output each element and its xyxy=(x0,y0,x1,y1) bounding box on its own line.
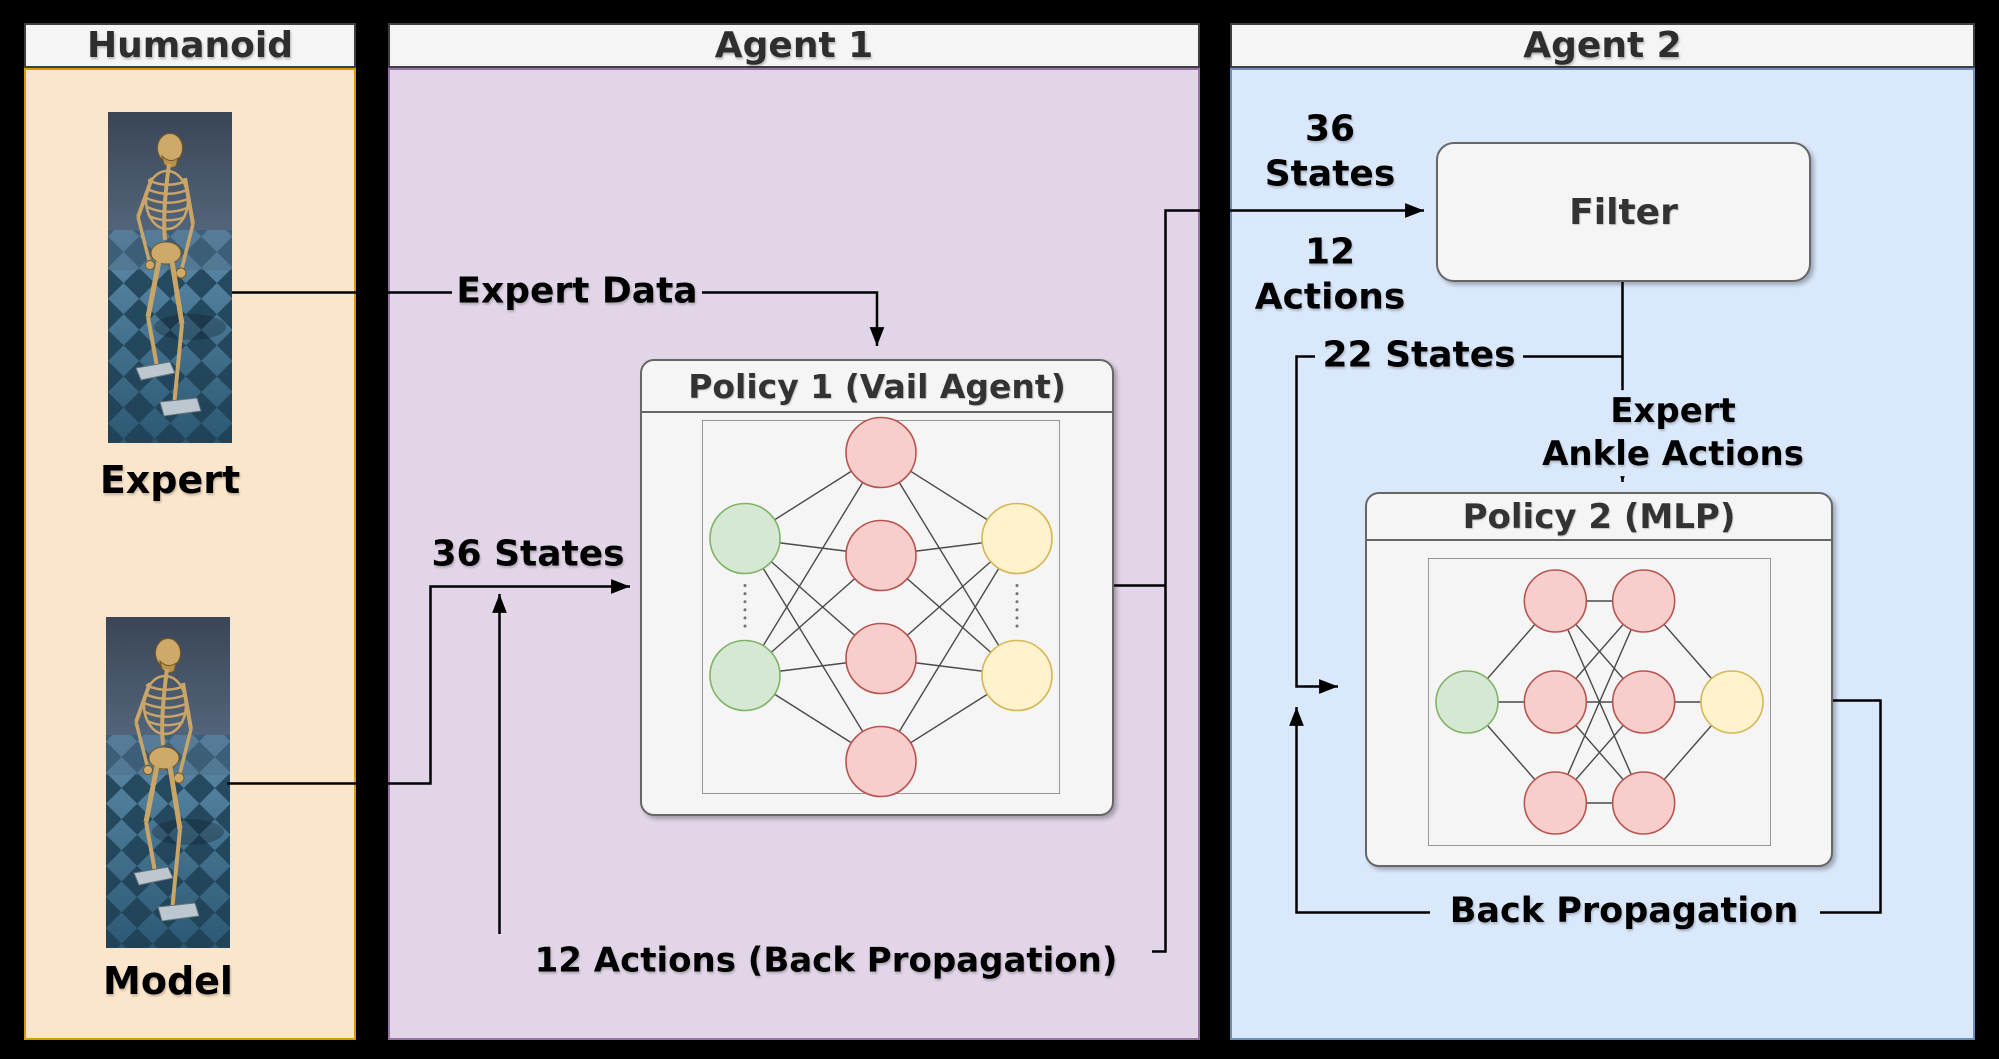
expert-ankle-actions-label: Expert Ankle Actions xyxy=(1538,390,1808,476)
agent2-states36-line1: 36 xyxy=(1304,108,1356,150)
hidden-node xyxy=(1611,670,1676,734)
agent2-states36-label: 36 States xyxy=(1265,107,1395,198)
filter-box: Filter xyxy=(1436,142,1811,282)
hidden-node xyxy=(845,725,917,798)
hidden-node xyxy=(1611,569,1676,633)
expert-ankle-line2: Ankle Actions xyxy=(1542,434,1804,474)
output-node xyxy=(1700,670,1764,734)
policy1-title: Policy 1 (Vail Agent) xyxy=(642,361,1112,413)
agent2-actions12-line2: Actions xyxy=(1254,277,1406,318)
agent1-panel-title: Agent 1 xyxy=(714,25,874,66)
model-humanoid-image xyxy=(106,617,230,948)
states36-in-label: 36 States xyxy=(431,533,625,575)
hidden-node xyxy=(1523,670,1588,734)
states22-label: 22 States xyxy=(1322,334,1516,376)
agent1-panel-header: Agent 1 xyxy=(388,23,1200,68)
backprop-label: Back Propagation xyxy=(1449,890,1799,931)
hidden-node xyxy=(1523,771,1588,835)
hidden-node xyxy=(1611,771,1676,835)
agent2-actions12-label: 12 Actions xyxy=(1255,230,1406,321)
input-node xyxy=(1435,670,1499,734)
policy1-network xyxy=(709,416,1053,798)
output-node xyxy=(981,639,1053,712)
input-node xyxy=(709,502,781,575)
hidden-node xyxy=(845,519,917,592)
agent2-panel-header: Agent 2 xyxy=(1230,23,1975,68)
hidden-node xyxy=(1523,569,1588,633)
filter-title: Filter xyxy=(1569,191,1678,233)
model-label: Model xyxy=(103,959,233,1004)
humanoid-panel-header: Humanoid xyxy=(24,23,356,68)
policy2-title: Policy 2 (MLP) xyxy=(1367,494,1831,541)
humanoid-panel-title: Humanoid xyxy=(86,25,294,66)
actions-backprop-label: 12 Actions (Back Propagation) xyxy=(534,940,1118,981)
hidden-node xyxy=(845,416,917,489)
agent2-panel-title: Agent 2 xyxy=(1523,25,1682,66)
expert-ankle-line1: Expert xyxy=(1610,391,1736,432)
input-node xyxy=(709,639,781,712)
policy2-network xyxy=(1435,569,1764,835)
expert-label: Expert xyxy=(99,458,241,503)
agent2-actions12-line1: 12 xyxy=(1304,231,1356,273)
output-node xyxy=(981,502,1053,575)
expert-data-label: Expert Data xyxy=(456,270,698,312)
expert-humanoid-image xyxy=(108,112,232,443)
hidden-node xyxy=(845,622,917,695)
agent2-states36-line2: States xyxy=(1264,154,1396,195)
